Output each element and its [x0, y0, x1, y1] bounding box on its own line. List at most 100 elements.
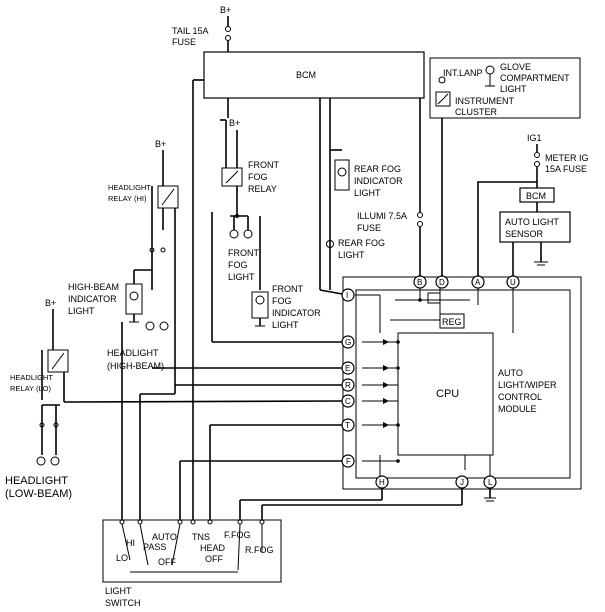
svg-text:I: I — [346, 291, 348, 300]
front-fog-relay: B+ FRONT FOG RELAY — [220, 98, 279, 218]
hl-low-label-1: HEADLIGHT — [5, 475, 68, 487]
control-module: CPU REG AUTO LIGHT/WIPER CONTROL MODULE — [342, 276, 582, 490]
svg-text:F: F — [346, 457, 351, 466]
pin-b: B — [413, 275, 427, 289]
instrument-label-2: CLUSTER — [455, 107, 498, 117]
pin-l: L — [483, 475, 497, 489]
front-fog-light-label-3: LIGHT — [228, 272, 255, 282]
module-label-3: CONTROL — [498, 392, 542, 402]
bcm-switch-wires — [192, 79, 345, 520]
pin-a: A — [471, 275, 485, 289]
tail-fuse-group: B+ TAIL 15A FUSE — [172, 5, 231, 52]
sw-off1: OFF — [158, 557, 176, 567]
pin-j: J — [455, 475, 469, 489]
headlight-high: HEADLIGHT (HIGH-BEAM) — [107, 321, 169, 371]
svg-text:E: E — [345, 364, 350, 373]
headlight-relay-hi: B+ HEADLIGHT RELAY (HI) — [108, 139, 179, 394]
pin-i: I — [341, 288, 355, 302]
pin-c: C — [341, 394, 355, 408]
instrument-cluster: INT.LANP INSTRUMENT CLUSTER GLOVE COMPAR… — [429, 57, 581, 126]
svg-text:D: D — [439, 278, 445, 287]
hl-relay-lo-label-2: RELAY (LO) — [10, 384, 51, 393]
auto-sensor-label-1: AUTO LIGHT — [505, 217, 559, 227]
svg-text:B: B — [417, 278, 422, 287]
glove-label-1: GLOVE — [500, 62, 531, 72]
high-beam-ind-label-2: INDICATOR — [68, 294, 117, 304]
svg-text:C: C — [345, 397, 351, 406]
bcm-main-label: BCM — [296, 70, 316, 80]
bcm-right-wires — [319, 98, 537, 296]
svg-text:J: J — [460, 478, 464, 487]
module-switch-wires — [63, 322, 496, 520]
tail-fuse-label-2: FUSE — [172, 37, 196, 47]
sw-head: HEAD — [200, 543, 226, 553]
front-fog-light-label-1: FRONT — [228, 248, 259, 258]
headlight-low: HEADLIGHT (LOW-BEAM) — [5, 456, 72, 500]
hl-relay-hi-label-1: HEADLIGHT — [108, 183, 151, 192]
glove-label-2: COMPARTMENT — [500, 73, 570, 83]
front-fog-ind-label-3: INDICATOR — [272, 308, 321, 318]
pin-f: F — [341, 454, 355, 468]
front-fog-ind-label-1: FRONT — [272, 284, 303, 294]
tail-fuse-label-1: TAIL 15A — [172, 26, 209, 36]
auto-sensor-label-2: SENSOR — [505, 229, 544, 239]
int-lamp-label: INT.LANP — [443, 68, 483, 78]
module-pins: B D A U I G E R C T F H J L — [341, 275, 520, 489]
hl-high-label-2: (HIGH-BEAM) — [107, 361, 164, 371]
module-label-1: AUTO — [498, 368, 523, 378]
front-fog-relay-label-1: FRONT — [248, 160, 279, 170]
light-switch-label-2: SWITCH — [105, 598, 141, 608]
rear-fog-ind-label-2: INDICATOR — [354, 176, 403, 186]
front-fog-ind-label-4: LIGHT — [272, 320, 299, 330]
pin-g: G — [341, 335, 355, 349]
module-label-4: MODULE — [498, 404, 537, 414]
reg-label: REG — [442, 317, 462, 327]
sw-lo: LO — [116, 553, 128, 563]
instrument-label-1: INSTRUMENT — [455, 96, 514, 106]
bplus-top-label: B+ — [220, 5, 231, 15]
svg-text:U: U — [510, 278, 516, 287]
front-fog-lights: FRONT FOG LIGHT — [228, 215, 259, 282]
light-switch: LIGHT SWITCH HI AUTO PASS LO OFF TNS HEA… — [102, 519, 282, 608]
glove-label-3: LIGHT — [500, 84, 527, 94]
rear-fog-light-label-1: REAR FOG — [338, 238, 385, 248]
hl-high-label-1: HEADLIGHT — [107, 348, 159, 358]
sw-tns: TNS — [192, 532, 210, 542]
meter-fuse-label-2: 15A FUSE — [545, 164, 587, 174]
rear-fog: REAR FOG INDICATOR LIGHT ILLUMI 7.5A FUS… — [326, 98, 407, 290]
svg-text:L: L — [488, 478, 493, 487]
light-switch-label-1: LIGHT — [105, 586, 132, 596]
hl-relay-hi-label-2: RELAY (HI) — [108, 194, 147, 203]
sw-auto: AUTO — [152, 532, 177, 542]
hl-low-label-2: (LOW-BEAM) — [5, 488, 72, 500]
bplus-relayhi-label: B+ — [155, 139, 166, 149]
svg-text:A: A — [475, 278, 481, 287]
rear-fog-light-label-2: LIGHT — [338, 250, 365, 260]
high-beam-indicator: HIGH-BEAM INDICATOR LIGHT — [68, 269, 152, 323]
high-beam-ind-label-3: LIGHT — [68, 306, 95, 316]
rear-fog-ind-label-1: REAR FOG — [354, 164, 401, 174]
sw-ffog: F.FOG — [224, 530, 251, 540]
sw-off2: OFF — [205, 554, 223, 564]
bcm-main: BCM — [203, 51, 425, 99]
sw-rfog: R.FOG — [245, 545, 274, 555]
ig1-label: IG1 — [527, 133, 542, 143]
bplus-relaylo-label: B+ — [45, 298, 56, 308]
meter-fuse-label-1: METER IG — [545, 153, 589, 163]
rear-fog-ind-label-3: LIGHT — [354, 188, 381, 198]
pin-u: U — [506, 275, 520, 289]
sw-hi: HI — [126, 538, 135, 548]
sensor-chain: IG1 METER IG 15A FUSE BCM AUTO LIGHT SEN… — [499, 133, 589, 276]
bcm-small-label: BCM — [526, 191, 546, 201]
pin-h: H — [375, 475, 389, 489]
svg-text:H: H — [379, 478, 385, 487]
pin-t: T — [341, 418, 355, 432]
module-label-2: LIGHT/WIPER — [498, 380, 557, 390]
cpu-label: CPU — [436, 388, 459, 400]
bplus-fogrelay-label: B+ — [229, 118, 240, 128]
svg-text:G: G — [345, 338, 351, 347]
headlight-relay-lo: B+ HEADLIGHT RELAY (LO) — [10, 298, 69, 455]
illumi-fuse-label-1: ILLUMI 7.5A — [357, 211, 407, 221]
front-fog-relay-label-2: FOG — [248, 172, 268, 182]
sw-pass: PASS — [143, 542, 166, 552]
